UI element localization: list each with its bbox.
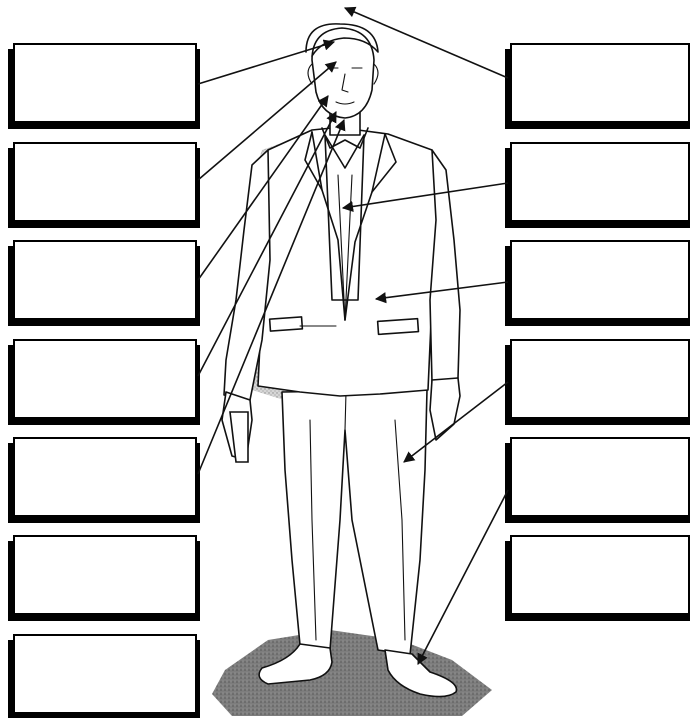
left-label-box-2[interactable] [8,143,200,228]
left-label-box-7[interactable] [8,635,200,718]
right-label-box-6[interactable] [505,536,690,621]
left-label-box-3[interactable] [8,241,200,326]
left-label-box-1[interactable] [8,44,200,129]
left-label-box-4[interactable] [8,340,200,425]
right-label-box-5[interactable] [505,438,690,523]
left-label-column [8,44,200,718]
ground-shadow [212,630,492,716]
right-label-box-2[interactable] [505,143,690,228]
right-label-box-3[interactable] [505,241,690,326]
right-label-box-1[interactable] [505,44,690,129]
left-label-box-6[interactable] [8,536,200,621]
right-label-box-4[interactable] [505,340,690,425]
left-label-box-5[interactable] [8,438,200,523]
arrow-right-5 [418,490,508,664]
right-label-column [505,44,690,621]
standing-man-figure [222,24,460,697]
